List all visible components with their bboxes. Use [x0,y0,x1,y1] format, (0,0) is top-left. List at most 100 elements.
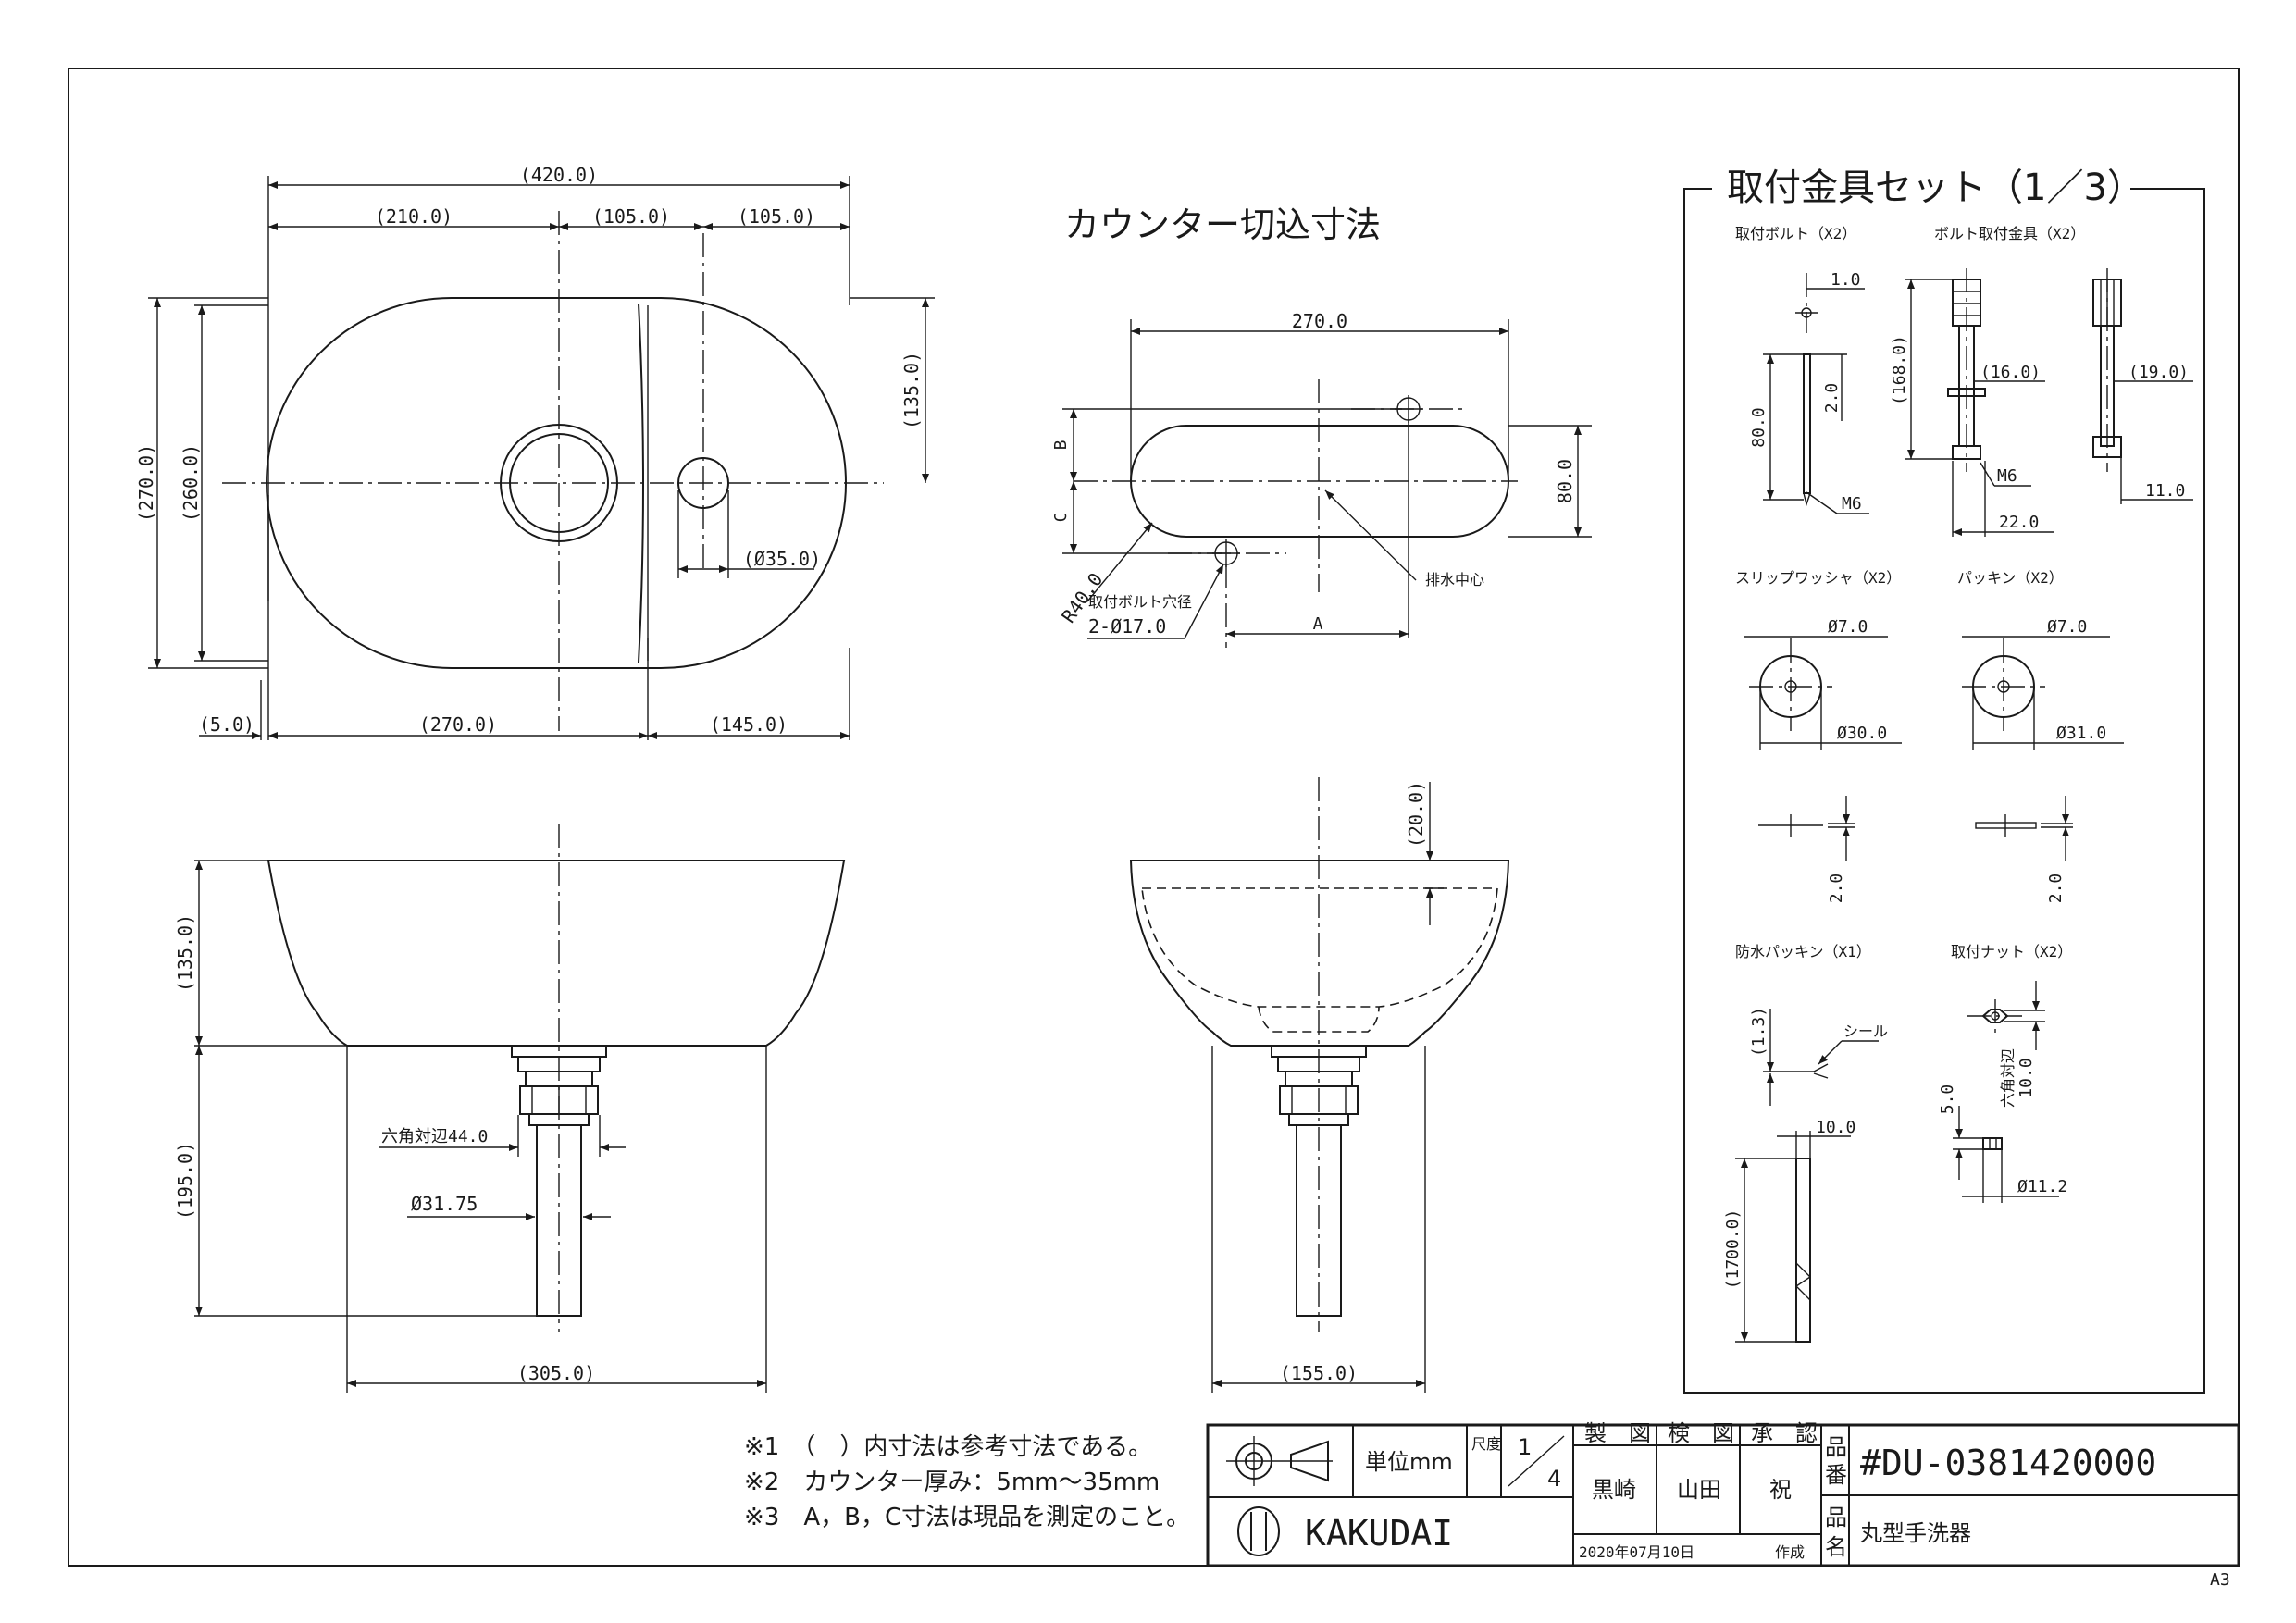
date: 2020年07月10日 [1579,1543,1694,1561]
approved-by: 祝 [1769,1477,1792,1503]
packing-label: パッキン（X2） [1957,569,2064,587]
counter-dim-c: C [1051,513,1071,523]
note-2: ※2 カウンター厚み：5mm～35mm [744,1468,1160,1496]
waterproof-dim-10: 10.0 [1816,1118,1855,1137]
note-3: ※3 A，B，C寸法は現品を測定のこと。 [744,1504,1190,1531]
nut-dim-11-2: Ø11.2 [2017,1177,2067,1196]
bolt-dim-m6: M6 [1842,494,1862,514]
sheet-border [68,68,2240,1567]
plan-view: (420.0) (210.0) (105.0) (105.0) (270.0) … [135,164,935,740]
part-name: 丸型手洗器 [1860,1520,1971,1546]
counter-dim-270: 270.0 [1292,310,1347,332]
nut-label: 取付ナット（X2） [1951,943,2072,960]
bracket-front [1947,268,1986,472]
part-no-label-1: 品 [1825,1434,1847,1460]
nut-side [1982,1137,2003,1150]
waterproof-label: 防水パッキン（X1） [1735,943,1871,960]
nut-dim-5: 5.0 [1938,1084,1957,1115]
date-suffix: 作成 [1775,1543,1805,1561]
counter-dim-b: B [1051,440,1071,451]
fittings-frame [1683,188,2205,1394]
part-name-label-2: 名 [1825,1534,1847,1560]
unit-label: 単位mm [1365,1449,1453,1475]
sheet-size: A3 [2210,1570,2230,1590]
basin-side-outline [1129,860,1510,1047]
inner-bowl-hidden [1141,887,1498,1008]
drain-center-label: 排水中心 [1425,571,1484,588]
part-name-label-1: 品 [1825,1505,1847,1530]
nut-dim-10: 10.0 [2017,1058,2036,1097]
plan-dim-210: (210.0) [375,205,453,228]
counter-title: カウンター切込寸法 [1064,204,1381,245]
brand-name: KAKUDAI [1305,1513,1453,1554]
bolt-hole-dim: 2-Ø17.0 [1088,615,1166,638]
plan-dim-width: (420.0) [520,164,598,186]
plan-dim-105b: (105.0) [738,205,815,228]
plan-dim-270: (270.0) [419,713,497,736]
washer-dim-7: Ø7.0 [1828,617,1868,637]
drawn-by: 黒崎 [1592,1477,1636,1503]
plan-dim-105a: (105.0) [592,205,670,228]
bracket-dim-11: 11.0 [2145,481,2185,501]
front-dim-135: (135.0) [174,914,196,992]
bracket-dim-22: 22.0 [1999,513,2039,532]
front-view: (135.0) (195.0) (305.0) 六角対辺44.0 Ø31.75 [174,824,846,1393]
side-dim-155: (155.0) [1280,1362,1358,1384]
checked-by: 山田 [1677,1477,1721,1503]
drain-pipe [536,1124,582,1317]
drawn-label: 製 図 [1584,1420,1651,1446]
bolt-body [1803,353,1811,494]
plan-dim-135: (135.0) [900,352,923,429]
side-drain-pipe [1296,1124,1342,1317]
front-dim-305: (305.0) [517,1362,595,1384]
basin-front-outline [267,860,846,1047]
waterproof-seal: シール [1843,1022,1888,1040]
counter-cutout-view: カウンター切込寸法 270.0 80.0 R40.0 A B [1051,204,1592,648]
bolt-dim-2: 2.0 [1822,383,1842,414]
approved-label: 承 認 [1751,1420,1818,1446]
bracket-dim-m6: M6 [1997,466,2017,486]
packing-dim-7: Ø7.0 [2047,617,2087,637]
bolt-dim-80: 80.0 [1749,407,1769,447]
scale-label: 尺度 [1471,1435,1501,1453]
plan-dim-145: (145.0) [710,713,788,736]
washer-label: スリップワッシャ（X2） [1735,569,1901,587]
notes: ※1 （ ）内寸法は参考寸法である。 ※2 カウンター厚み：5mm～35mm ※… [744,1433,1190,1531]
plan-dim-5: (5.0) [199,713,254,736]
counter-dim-a: A [1313,614,1323,634]
side-view: (20.0) (155.0) [1129,777,1510,1393]
packing-dim-31: Ø31.0 [2056,724,2106,743]
bolt-dim-1: 1.0 [1831,270,1861,290]
plan-dim-depth: (270.0) [135,444,157,522]
scale-denominator: 4 [1547,1466,1561,1492]
bracket-label: ボルト取付金具（X2） [1934,225,2085,242]
front-dim-195: (195.0) [174,1142,196,1220]
side-dim-20: (20.0) [1405,781,1427,848]
bolt-hole-label: 取付ボルト穴径 [1088,593,1192,611]
nut-hex-label: 六角対辺 [1999,1048,2017,1108]
pipe-dim: Ø31.75 [411,1193,478,1215]
note-1: ※1 （ ）内寸法は参考寸法である。 [744,1433,1152,1461]
plan-dim-inner-depth: (260.0) [180,444,202,522]
projection-symbol-icon [1226,1436,1333,1486]
counter-dim-80: 80.0 [1554,459,1576,503]
fittings-title: 取付金具セット（1／3） [1727,167,2144,209]
scale-numerator: 1 [1518,1434,1532,1460]
rim-line [638,303,644,663]
waterproof-dim-1700: (1700.0) [1723,1209,1743,1290]
waterproof-dim-1-3: (1.3) [1749,1007,1769,1057]
waterproof-strip [1795,1158,1811,1343]
bolt-label: 取付ボルト（X2） [1735,225,1856,242]
title-block: 単位mm 尺度 1 4 KAKUDAI 製 図 検 図 承 認 黒崎 山田 祝 … [1206,1420,2240,1567]
checked-label: 検 図 [1668,1420,1734,1446]
plan-dim-faucet-hole: (Ø35.0) [743,548,821,570]
packing-dim-2: 2.0 [2046,873,2066,904]
washer-dim-30: Ø30.0 [1837,724,1887,743]
part-no-label-2: 番 [1825,1462,1847,1488]
hex-label: 六角対辺44.0 [381,1127,488,1146]
bracket-dim-16: (16.0) [1980,363,2041,382]
kakudai-logo-icon: KAKUDAI [1237,1506,1453,1556]
washer-dim-2: 2.0 [1827,873,1846,904]
bracket-dim-168: (168.0) [1890,335,1909,405]
